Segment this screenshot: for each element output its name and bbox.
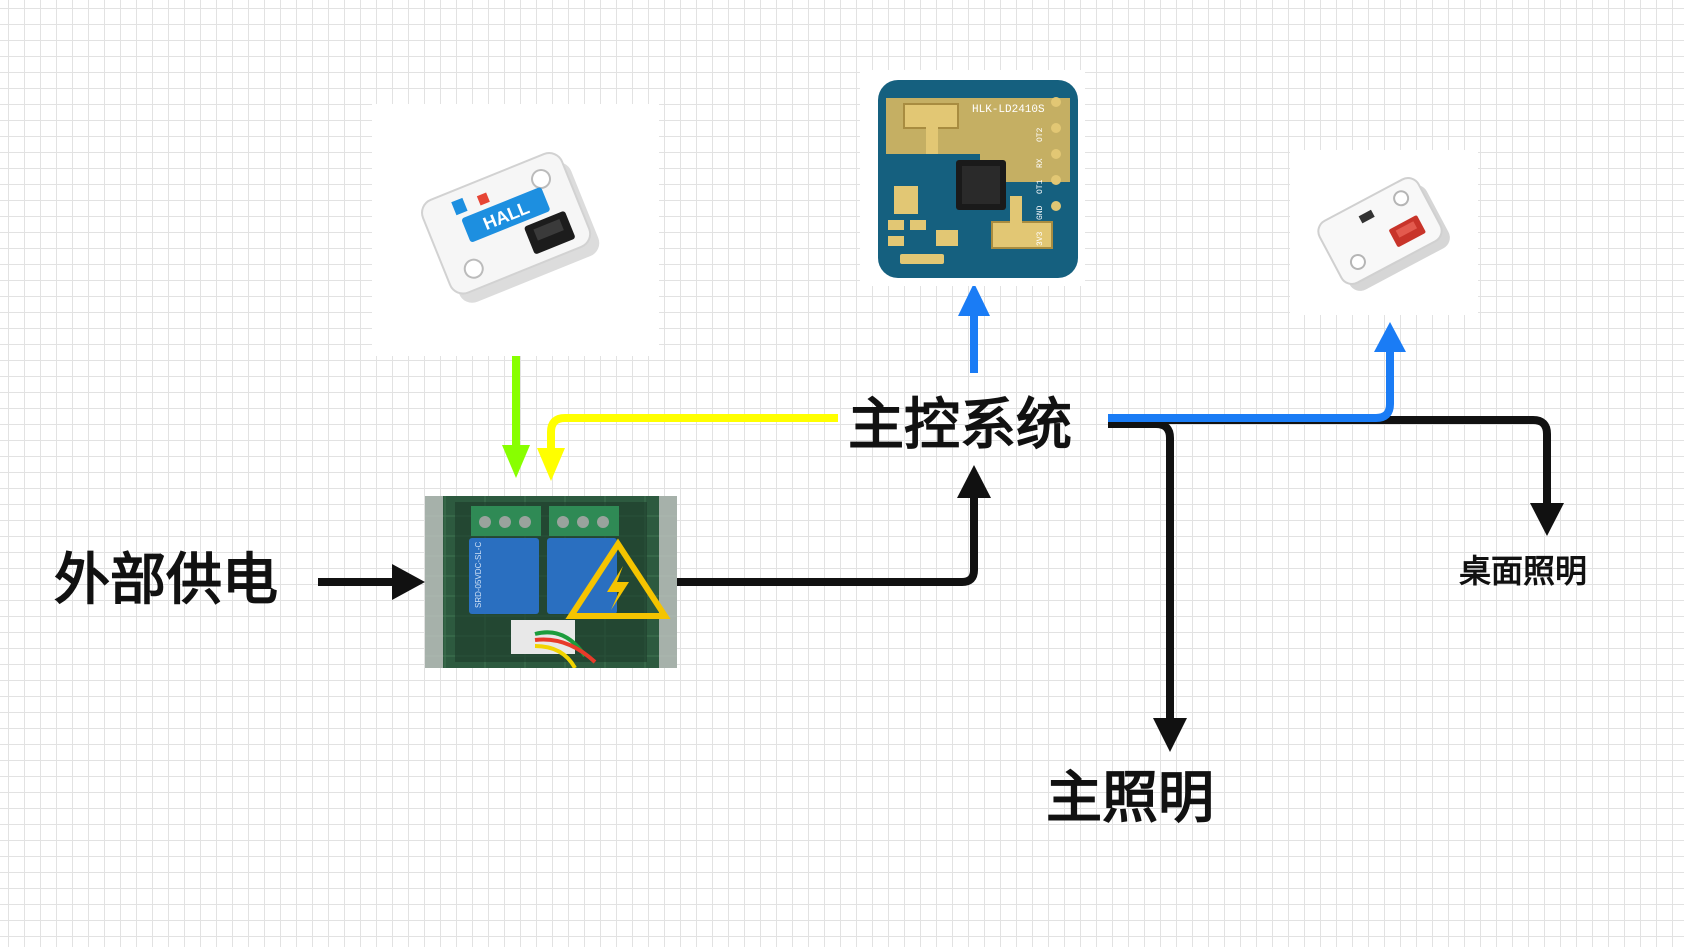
control-to-light-sensor-arrowhead [1374,322,1406,352]
desk-light-label: 桌面照明 [1459,552,1588,590]
hall-sensor-image: HALL [421,152,600,303]
relay-module: SRD-05VDC-SL-C [425,496,677,668]
radar-pin-3v3: 3V3 [1036,231,1045,246]
hall-sensor-module: HALL [372,104,659,356]
hall-to-relay-arrowhead [502,445,530,478]
control-to-desk-light-arrowhead [1530,503,1564,536]
control-to-relay-arrow [547,414,838,448]
control-to-relay-arrowhead [537,448,565,481]
control-to-radar-arrowhead [958,283,990,316]
relay-to-control-arrowhead [957,465,991,498]
light-sensor-image [1317,177,1450,291]
control-to-light-sensor-arrow [1108,352,1394,422]
radar-sensor-image: HLK-LD2410S OT2 RX OT1 GND 3V3 [878,80,1078,278]
radar-module-text: HLK-LD2410S [972,104,1045,116]
external-power-label: 外部供电 [54,548,278,613]
relay-to-control-arrow [677,498,978,586]
radar-pin-ot2: OT2 [1036,127,1045,142]
main-control-label: 主控系统 [848,393,1072,458]
radar-pin-rx: RX [1036,158,1045,168]
radar-pin-gnd: GND [1036,205,1045,220]
relay-module-text: SRD-05VDC-SL-C [474,542,483,608]
control-to-desk-light-arrow [1108,416,1551,503]
radar-pin-ot1: OT1 [1036,179,1045,194]
control-to-main-light-arrow [1108,420,1174,718]
radar-sensor-module: HLK-LD2410S OT2 RX OT1 GND 3V3 [860,70,1085,286]
power-to-relay-arrowhead [392,564,425,600]
control-to-main-light-arrowhead [1153,718,1187,752]
main-light-label: 主照明 [1046,766,1214,831]
light-sensor-module [1290,150,1478,315]
relay-image: SRD-05VDC-SL-C [425,496,677,668]
